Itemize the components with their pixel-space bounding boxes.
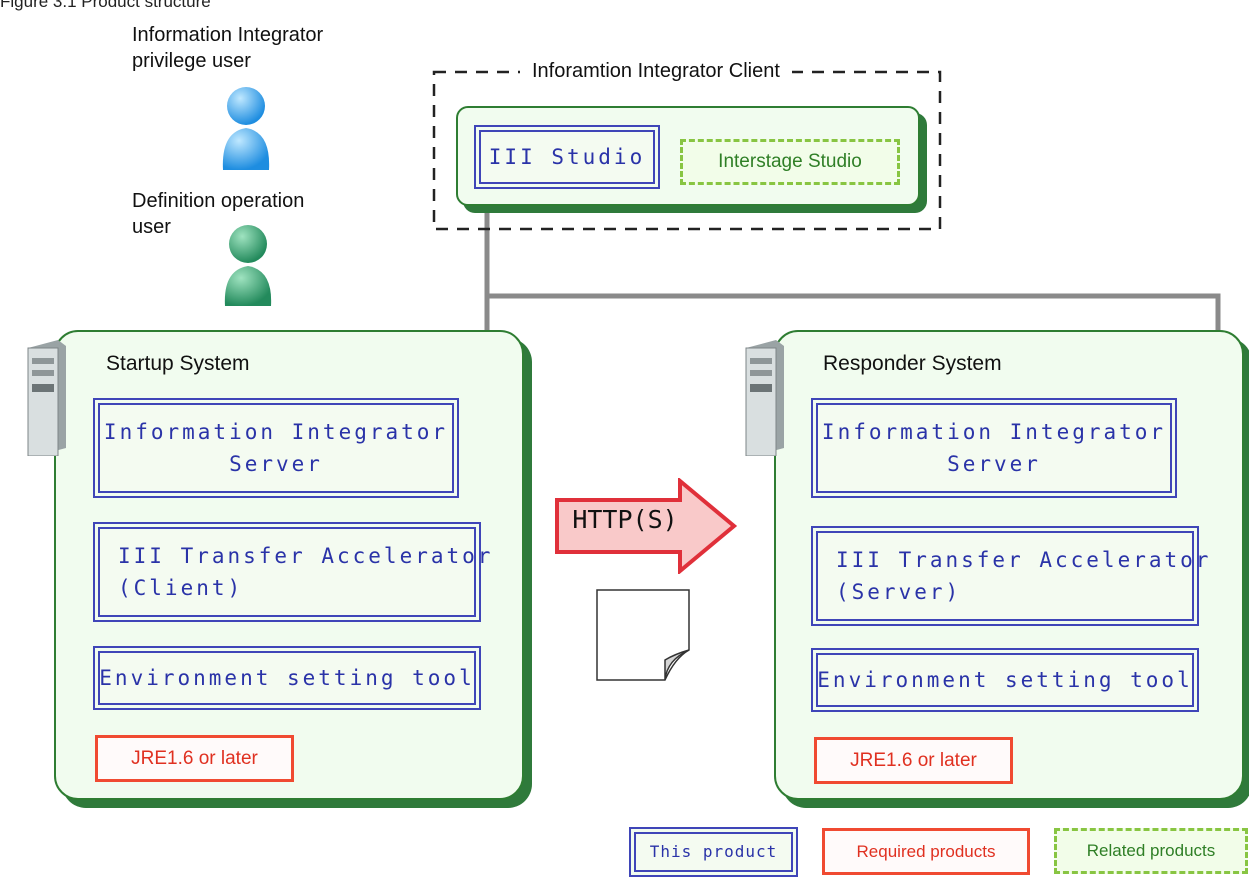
definition-user-icon (224, 225, 272, 306)
responder-accelerator-box: III Transfer Accelerator (Server) (811, 526, 1208, 626)
responder-envtool-label: Environment setting tool (817, 668, 1193, 692)
startup-system-title: Startup System (106, 352, 250, 375)
definition-user-label: Definition operation user (132, 188, 304, 240)
legend-this-product: This product (629, 827, 798, 877)
privilege-user-label-line2: privilege user (132, 50, 251, 72)
startup-server-label-line1: Information Integrator (103, 420, 449, 444)
responder-jre-box: JRE1.6 or later (814, 737, 1013, 784)
legend-this-product-label: This product (649, 842, 778, 861)
privilege-user-label-line1: Information Integrator (132, 24, 324, 46)
responder-server-box: Information Integrator Server (811, 398, 1177, 498)
privilege-user-icon (222, 87, 270, 170)
legend-required-label: Required products (856, 841, 996, 861)
definition-user-label-line1: Definition operation (132, 190, 305, 212)
responder-accelerator-label-line1: III Transfer Accelerator (836, 548, 1212, 572)
responder-system-title: Responder System (823, 352, 1002, 375)
startup-accelerator-box: III Transfer Accelerator (Client) (93, 522, 490, 622)
figure-caption: Figure 3.1 Product structure (0, 0, 211, 11)
legend-related-label: Related products (1086, 841, 1216, 860)
http-arrow-label: HTTP(S) (572, 505, 678, 534)
responder-jre-label: JRE1.6 or later (850, 749, 977, 771)
legend-related: Related products (1054, 828, 1248, 874)
iii-studio-box: III Studio (474, 125, 660, 189)
interstage-studio-label: Interstage Studio (718, 151, 862, 172)
privilege-user-label: Information Integrator privilege user (132, 22, 323, 74)
startup-accelerator-label-line2: (Client) (118, 576, 244, 600)
definition-user-label-line2: user (132, 216, 171, 238)
interstage-studio-box: Interstage Studio (680, 139, 900, 185)
legend-required: Required products (822, 828, 1030, 875)
document-icon (596, 589, 690, 681)
startup-jre-label: JRE1.6 or later (131, 747, 258, 769)
startup-envtool-label: Environment setting tool (99, 666, 475, 690)
responder-server-label-line2: Server (947, 452, 1041, 476)
responder-server-icon (745, 340, 784, 456)
responder-accelerator-label-line2: (Server) (836, 580, 962, 604)
iii-studio-label: III Studio (488, 145, 646, 169)
startup-server-label-line2: Server (229, 452, 323, 476)
responder-envtool-box: Environment setting tool (811, 648, 1199, 712)
startup-jre-box: JRE1.6 or later (95, 735, 294, 782)
client-connector-line (484, 210, 1221, 330)
startup-envtool-box: Environment setting tool (93, 646, 481, 710)
responder-server-label-line1: Information Integrator (821, 420, 1167, 444)
client-title: Inforamtion Integrator Client (520, 60, 792, 83)
startup-server-box: Information Integrator Server (93, 398, 459, 498)
http-arrow (555, 478, 738, 574)
startup-server-icon (27, 340, 66, 456)
startup-accelerator-label-line1: III Transfer Accelerator (118, 544, 494, 568)
